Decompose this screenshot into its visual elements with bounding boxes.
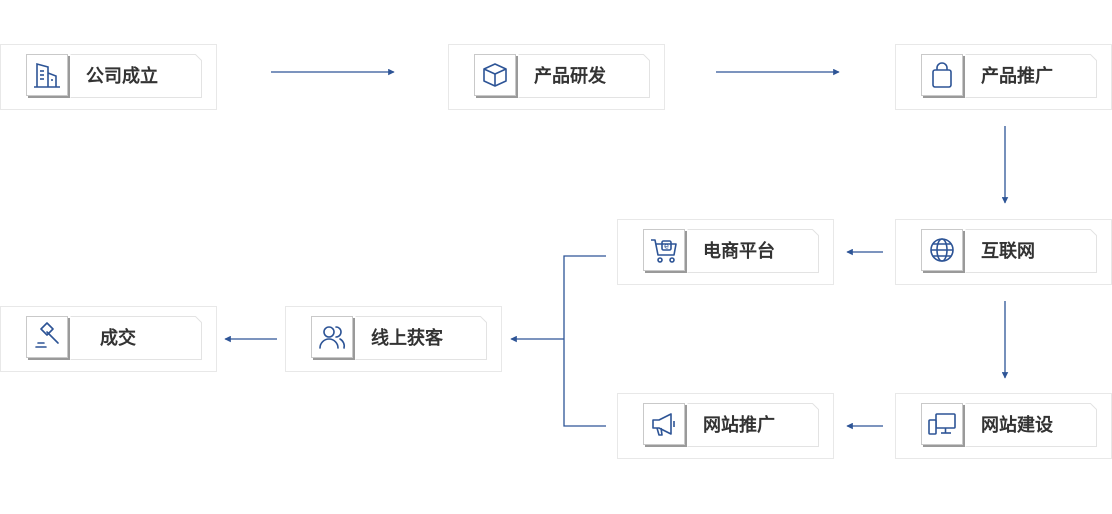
node-label: 线上获客 xyxy=(371,328,443,349)
devices-icon xyxy=(928,413,956,435)
node-label: 电商平台 xyxy=(703,241,775,262)
node-deal: 成交 xyxy=(0,306,217,372)
shopping-bag-icon xyxy=(932,62,952,88)
node-product-rd: 产品研发 xyxy=(448,44,665,110)
node-label: 网站建设 xyxy=(981,415,1053,436)
gavel-icon xyxy=(35,322,59,348)
icon-frame xyxy=(311,316,353,358)
building-icon xyxy=(34,62,60,88)
users-icon xyxy=(319,326,346,349)
node-label: 公司成立 xyxy=(86,66,158,87)
globe-icon xyxy=(930,238,954,262)
icon-frame xyxy=(26,316,68,358)
icon-frame xyxy=(921,229,963,271)
icon-frame xyxy=(643,403,685,445)
node-ecommerce: e 电商平台 xyxy=(617,219,834,285)
node-online-acquisition: 线上获客 xyxy=(285,306,502,372)
node-label: 互联网 xyxy=(981,241,1035,262)
icon-frame xyxy=(921,54,963,96)
node-internet: 互联网 xyxy=(895,219,1112,285)
node-label: 产品推广 xyxy=(981,66,1053,87)
node-website-promo: 网站推广 xyxy=(617,393,834,459)
box-icon xyxy=(483,63,507,87)
node-label: 网站推广 xyxy=(703,415,775,436)
svg-text:e: e xyxy=(664,242,669,251)
bracket-ecommerce-websitepromo xyxy=(563,255,606,427)
icon-frame xyxy=(26,54,68,96)
node-company-founded: 公司成立 xyxy=(0,44,217,110)
node-website-build: 网站建设 xyxy=(895,393,1112,459)
node-label: 成交 xyxy=(100,328,136,349)
node-product-promo: 产品推广 xyxy=(895,44,1112,110)
shopping-cart-icon: e xyxy=(651,239,677,263)
icon-frame xyxy=(921,403,963,445)
icon-frame: e xyxy=(643,229,685,271)
node-label: 产品研发 xyxy=(534,66,606,87)
icon-frame xyxy=(474,54,516,96)
megaphone-icon xyxy=(652,413,675,436)
